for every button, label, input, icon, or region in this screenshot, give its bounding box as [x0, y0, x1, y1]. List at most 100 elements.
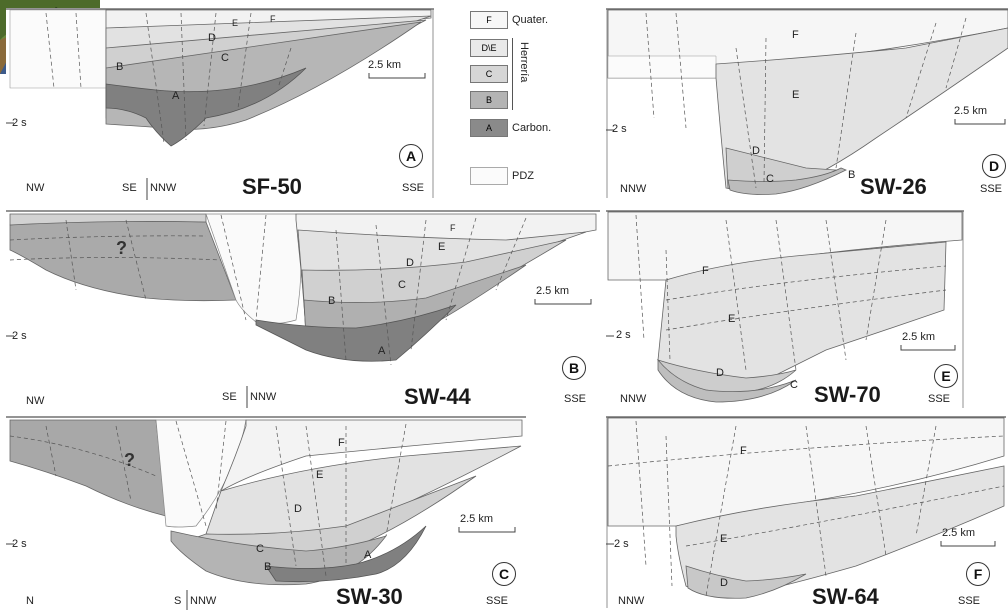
unit-label-b: B: [328, 295, 336, 307]
dir-mid-right: NNW: [150, 182, 177, 194]
time-label: 2 s: [614, 538, 629, 550]
section-name: SW-26: [860, 174, 927, 199]
section-panel-a: F E D C B A 2 s 2.5 km NW SE NNW SF-50 S…: [6, 8, 434, 202]
dir-left: NNW: [618, 595, 645, 607]
legend-item-de: D\E: [470, 38, 508, 58]
unit-label-c: C: [256, 543, 264, 555]
unit-label-d: D: [720, 577, 728, 589]
scale-label: 2.5 km: [368, 59, 402, 71]
unit-label-f: F: [450, 223, 456, 233]
unit-label-d: D: [752, 145, 760, 157]
unit-label-e: E: [232, 18, 239, 28]
section-name: SW-30: [336, 584, 403, 609]
unit-label-e: E: [316, 469, 324, 481]
scale-bar: [368, 73, 426, 79]
scale-bar: [954, 119, 1006, 125]
section-panel-b: ? F E D C B A 2 s 2.5 km NW SE NNW SW-44…: [6, 210, 600, 410]
dir-right: SSE: [958, 595, 981, 607]
legend-item-c: C: [470, 64, 508, 84]
scale-bar: [900, 345, 956, 351]
dir-right: SSE: [486, 595, 509, 607]
dir-right: SSE: [980, 183, 1003, 195]
legend-swatch-de: D\E: [470, 39, 508, 57]
section-a-graphic: [6, 8, 434, 202]
scale-label: 2.5 km: [536, 285, 570, 297]
section-d-graphic: [606, 8, 1008, 202]
unit-label-c: C: [766, 173, 774, 185]
unit-label-a: A: [172, 90, 180, 102]
legend-item-f: F Quater.: [470, 10, 548, 30]
unit-label-f: F: [702, 265, 709, 277]
unit-label-a: A: [364, 549, 372, 561]
legend-bracket: [512, 38, 513, 110]
legend-item-a: A Carbon.: [470, 118, 551, 138]
unit-label-c: C: [790, 379, 798, 391]
scale-bar: [534, 299, 592, 305]
unknown-unit-mark: ?: [116, 238, 127, 258]
legend-swatch-pdz: [470, 167, 508, 185]
panel-letter-badge: E: [934, 364, 958, 388]
panel-letter-badge: D: [982, 154, 1006, 178]
scale-label: 2.5 km: [942, 527, 976, 539]
dir-right: SSE: [402, 182, 425, 194]
scale-bar: [458, 527, 516, 533]
legend-label-pdz: PDZ: [512, 170, 534, 182]
dir-mid-left: SE: [122, 182, 137, 194]
section-panel-c: ? F E D C B A 2 s 2.5 km N S NNW SW-30 S…: [6, 416, 526, 610]
legend-item-b: B: [470, 90, 508, 110]
legend: F Quater. D\E C B A Carbon. Herrería PDZ: [470, 6, 580, 196]
section-f-graphic: [606, 416, 1006, 610]
scale-label: 2.5 km: [954, 105, 988, 117]
section-panel-f: F E D 2 s 2.5 km NNW SW-64 SSE F: [606, 416, 1006, 610]
panel-letter-badge: B: [562, 356, 586, 380]
dir-mid-right: NNW: [190, 595, 217, 607]
unit-label-d: D: [294, 503, 302, 515]
unit-label-f: F: [270, 14, 276, 24]
dir-mid-left: S: [174, 595, 182, 607]
panel-letter-badge: A: [399, 144, 423, 168]
section-panel-d: F E D C B 2 s 2.5 km NNW SW-26 SSE D: [606, 8, 1008, 202]
section-c-graphic: [6, 416, 526, 610]
unit-label-e: E: [728, 313, 736, 325]
dir-right: SSE: [564, 393, 587, 405]
legend-swatch-c: C: [470, 65, 508, 83]
time-label: 2 s: [12, 538, 27, 550]
dir-left: NNW: [620, 393, 647, 405]
unit-label-e: E: [438, 241, 446, 253]
dir-right: SSE: [928, 393, 951, 405]
dir-left: NW: [26, 182, 45, 194]
section-name: SF-50: [242, 174, 302, 199]
legend-swatch-a: A: [470, 119, 508, 137]
legend-group-label: Herrería: [518, 42, 530, 83]
time-label: 2 s: [12, 117, 27, 129]
legend-swatch-b: B: [470, 91, 508, 109]
unit-label-f: F: [338, 437, 345, 449]
dir-mid-left: SE: [222, 391, 237, 403]
dir-left: NW: [26, 395, 45, 407]
section-b-graphic: [6, 210, 600, 410]
unit-label-d: D: [208, 32, 216, 44]
unknown-unit-mark: ?: [124, 450, 135, 470]
panel-letter-badge: C: [492, 562, 516, 586]
section-e-graphic: [606, 210, 964, 410]
panel-letter-badge: F: [966, 562, 990, 586]
unit-label-d: D: [716, 367, 724, 379]
dir-mid-right: NNW: [250, 391, 277, 403]
unit-label-f: F: [740, 445, 747, 457]
time-label: 2 s: [12, 330, 27, 342]
time-label: 2 s: [616, 329, 631, 341]
unit-label-d: D: [406, 257, 414, 269]
unit-label-b: B: [264, 561, 272, 573]
unit-label-e: E: [792, 89, 800, 101]
time-label: 2 s: [612, 123, 627, 135]
dir-left: N: [26, 595, 34, 607]
unit-label-c: C: [221, 52, 229, 64]
scale-bar: [940, 541, 996, 547]
dir-left: NNW: [620, 183, 647, 195]
unit-label-b: B: [848, 169, 856, 181]
legend-swatch-f: F: [470, 11, 508, 29]
legend-label-carbon: Carbon.: [512, 122, 552, 134]
section-name: SW-70: [814, 382, 881, 407]
legend-item-pdz: PDZ: [470, 166, 534, 186]
legend-label-quater: Quater.: [512, 14, 549, 26]
